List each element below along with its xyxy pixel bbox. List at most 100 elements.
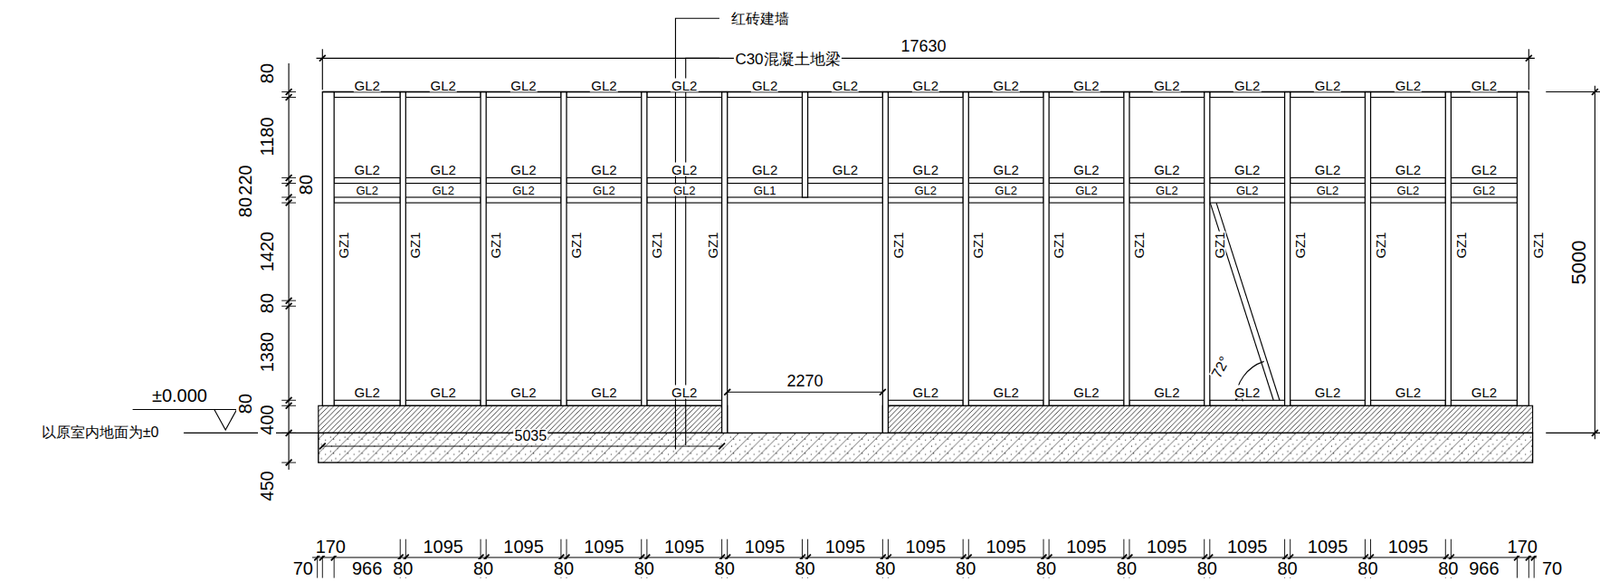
dimension-text: 80 [1356, 559, 1379, 578]
linework [133, 18, 1600, 578]
column-gz1 [1445, 92, 1451, 407]
dimension-tick [319, 554, 326, 562]
beam-tag: GL2 [353, 385, 381, 400]
angle-text: 72° [1208, 353, 1232, 382]
dimension-tick [331, 554, 338, 562]
beam-tag: GL2 [590, 385, 618, 400]
dimension-text: 1380 [257, 331, 277, 374]
column-gz1 [882, 92, 888, 434]
dimension-text: 80 [552, 559, 575, 578]
dimension-text: 80 [793, 559, 816, 578]
beam-tag: GL1 [752, 184, 778, 197]
beam-gl2 [1371, 197, 1447, 203]
beam-gl2 [1048, 92, 1124, 98]
beam-gl2 [333, 177, 400, 183]
column-tag: GZ1 [1132, 230, 1146, 259]
dimension-text: 450 [257, 469, 277, 502]
column-tag: GZ1 [705, 230, 720, 259]
dimension-text: 80 [1115, 559, 1138, 578]
beam-gl2 [808, 92, 884, 98]
beam-gl2 [485, 197, 562, 203]
dimension-text: 17630 [899, 38, 947, 55]
dimension-text: 1095 [1387, 537, 1430, 556]
dimension-text: 170 [1506, 537, 1539, 556]
beam-tag: GL2 [1072, 162, 1100, 177]
column-gz1 [641, 92, 648, 407]
beam-tag: GL2 [991, 385, 1020, 400]
beam-gl2 [647, 92, 723, 98]
beam-tag: GL2 [1152, 77, 1181, 92]
beam-gl2 [727, 177, 803, 183]
column-tag: GZ1 [1211, 230, 1226, 259]
beam-gl2 [1048, 197, 1124, 203]
beam-gl2 [1290, 177, 1366, 183]
beam-tag: GL2 [1314, 77, 1342, 92]
beam-tag: GL2 [991, 77, 1020, 92]
beam-tag: GL2 [590, 77, 618, 92]
column-tag: GZ1 [336, 230, 351, 259]
beam-tag: GL2 [590, 162, 618, 177]
beam-gl2 [1048, 400, 1124, 406]
dimension-text: 1095 [743, 537, 787, 556]
column-tag: GZ1 [569, 230, 583, 259]
dimension-tick [1591, 429, 1599, 437]
beam-gl2 [1209, 92, 1286, 98]
column-tag: GZ1 [488, 230, 503, 259]
beam-gl2 [1371, 400, 1447, 406]
extension-line [1545, 432, 1600, 434]
extension-line [1545, 91, 1600, 93]
beam-gl2 [1129, 177, 1205, 183]
dimension-tick [285, 402, 293, 410]
beam-gl2 [1290, 197, 1366, 203]
beam-tag: GL2 [509, 162, 537, 177]
dimension-text: 70 [1541, 559, 1563, 578]
column-tag: GZ1 [1531, 230, 1545, 259]
column-gz1 [1204, 92, 1210, 407]
brick-plinth [882, 405, 1533, 433]
callout-text: C30混凝土地梁 [733, 51, 841, 67]
beam-tag: GL2 [1314, 162, 1342, 177]
dimension-tick [285, 194, 293, 201]
column-tag: GZ1 [1453, 230, 1467, 259]
beam-tag: GL2 [429, 162, 458, 177]
beam-tag: GL2 [1314, 385, 1342, 400]
beam-tag: GL2 [751, 77, 779, 92]
dimension-text: 1095 [582, 537, 626, 556]
dimension-text: 1095 [663, 537, 706, 556]
beam-tag: GL2 [430, 184, 456, 197]
beam-tag: GL2 [1394, 77, 1422, 92]
dimension-tick [285, 180, 293, 187]
dimension-text: 80 [1437, 559, 1459, 578]
beam-tag: GL2 [429, 385, 458, 400]
beam-gl2 [1209, 177, 1286, 183]
beam-gl2 [1129, 197, 1205, 203]
dimension-text: 1095 [421, 537, 465, 556]
dimension-text: 80 [874, 559, 896, 578]
column-tag: GZ1 [649, 230, 664, 259]
beam-tag: GL2 [1072, 385, 1100, 400]
beam-tag: GL2 [353, 77, 381, 92]
beam-tag: GL2 [1233, 162, 1261, 177]
dimension-text: 400 [257, 403, 277, 436]
dimension-text: 170 [314, 537, 347, 556]
beam-gl2 [808, 177, 884, 183]
dimension-tick [285, 459, 293, 467]
dimension-text: 220 [236, 163, 255, 196]
dimension-text: 2270 [785, 372, 824, 390]
dimension-text: 80 [1035, 559, 1058, 578]
beam-gl1 [727, 197, 884, 203]
beam-tag: GL2 [509, 385, 537, 400]
column-tag: GZ1 [1051, 230, 1066, 259]
beam-tag: GL2 [672, 184, 697, 197]
column-gz1 [1285, 92, 1291, 407]
beam-tag: GL2 [991, 162, 1020, 177]
beam-tag: GL2 [670, 385, 698, 400]
dimension-text: 5035 [514, 428, 549, 444]
dimension-text: 1095 [1065, 537, 1108, 556]
dimension-line [727, 391, 884, 393]
beam-tag: GL2 [511, 184, 536, 197]
beam-tag: GL2 [751, 162, 779, 177]
dimension-text: 80 [954, 559, 977, 578]
